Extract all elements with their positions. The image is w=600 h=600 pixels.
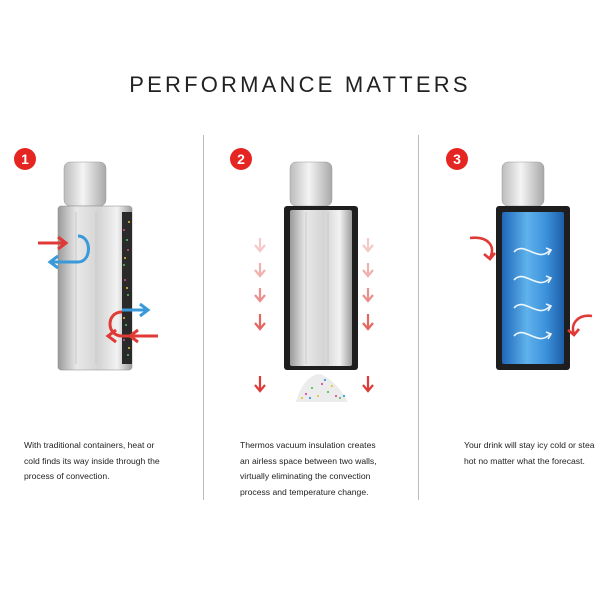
vacuum-bottle-illustration	[254, 161, 374, 402]
bottle-cap	[289, 161, 333, 207]
panel-caption: Your drink will stay icy cold or stea ho…	[464, 438, 600, 469]
caption-line: an airless space between two walls,	[240, 455, 377, 466]
bottle-body	[57, 205, 133, 371]
falling-arrows-left	[254, 238, 266, 393]
column-divider-right	[418, 135, 419, 500]
panel-caption: Thermos vacuum insulation creates an air…	[240, 438, 377, 500]
panel-drink-stays: 3 Your drink will stay icy cold or stea …	[420, 140, 600, 510]
panel-caption: With traditional containers, heat or col…	[24, 438, 160, 485]
caption-line: hot no matter what the forecast.	[464, 455, 585, 466]
caption-line: process of convection.	[24, 471, 110, 481]
caption-line: process and temperature change.	[240, 486, 369, 497]
traditional-bottle-illustration	[38, 161, 158, 371]
panel-traditional-container: 1	[0, 140, 200, 510]
caption-line: Your drink will stay icy cold or stea	[464, 440, 595, 450]
caption-line: With traditional containers, heat or	[24, 440, 155, 450]
heat-arrows-right	[105, 302, 158, 344]
bottle-cap	[63, 161, 107, 207]
deflected-heat-arrows	[469, 236, 593, 337]
filled-bottle-illustration	[469, 161, 593, 370]
bottle-cap	[501, 161, 545, 207]
blue-curve-arrow	[52, 234, 90, 264]
page-title: PERFORMANCE MATTERS	[129, 72, 471, 97]
caption-line: cold finds its way inside through the	[24, 455, 160, 466]
panel-thermos-vacuum: 2	[210, 140, 415, 510]
bottle-water	[502, 212, 564, 364]
falling-arrows-right	[362, 238, 374, 393]
swirl-arrows	[513, 247, 553, 340]
column-divider-left	[203, 135, 204, 500]
step-number-badge: 1	[14, 148, 36, 170]
caption-line: virtually eliminating the convection	[240, 471, 371, 481]
step-number-badge: 3	[446, 148, 468, 170]
bottle-inner-wall	[290, 210, 352, 366]
heat-arrows-left	[38, 234, 90, 270]
caption-line: Thermos vacuum insulation creates	[240, 440, 376, 450]
particle-pile	[296, 374, 348, 402]
step-number-badge: 2	[230, 148, 252, 170]
red-curve-arrow	[108, 310, 146, 338]
